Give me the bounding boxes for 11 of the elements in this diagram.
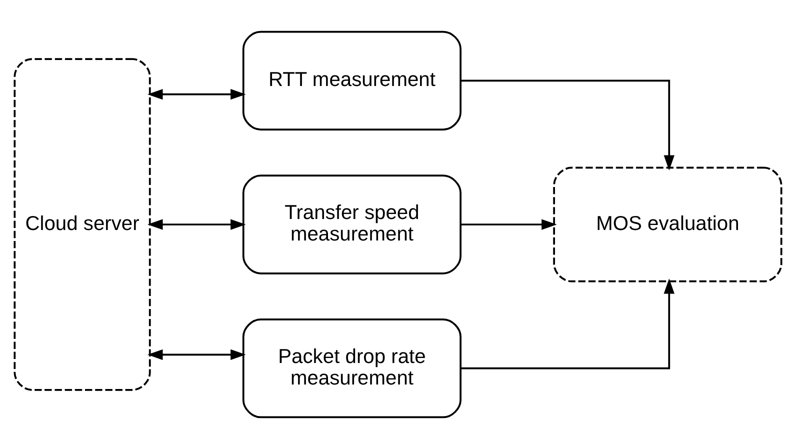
node-box: Packet drop rate measurement xyxy=(242,318,462,418)
arrow xyxy=(147,88,246,100)
arrow xyxy=(147,348,246,360)
node-box: Transfer speed measurement xyxy=(242,174,462,274)
node-box: MOS evaluation xyxy=(553,166,782,282)
node-box: RTT measurement xyxy=(242,30,462,130)
arrow xyxy=(460,79,674,170)
node-box: Cloud server xyxy=(14,58,151,390)
arrow xyxy=(460,218,557,230)
arrow xyxy=(148,218,246,230)
arrow xyxy=(460,278,674,369)
